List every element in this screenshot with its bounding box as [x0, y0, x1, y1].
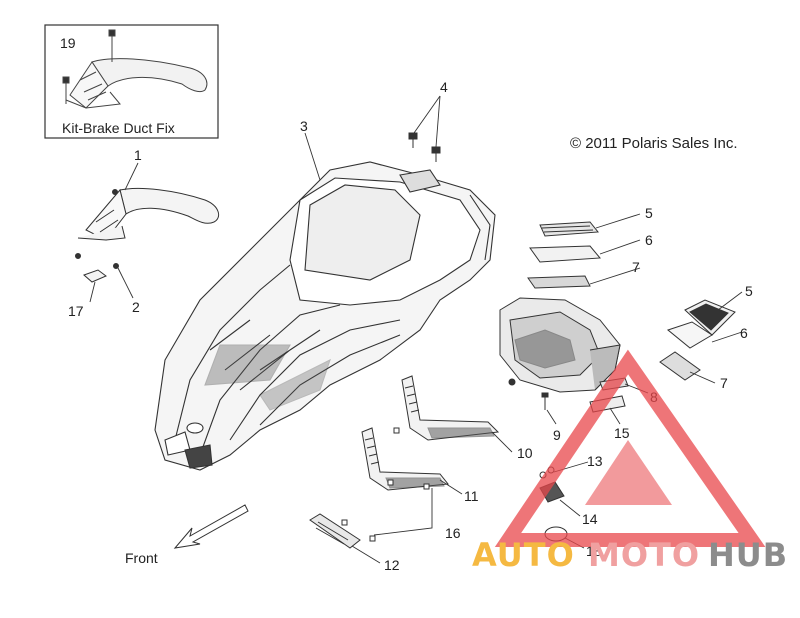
copyright-text: © 2011 Polaris Sales Inc. [570, 135, 738, 152]
callout-17: 17 [68, 303, 84, 319]
inset-number: 19 [60, 35, 76, 51]
watermark-auto: AUTO [472, 536, 575, 574]
callout-6-right: 6 [740, 325, 748, 341]
part-vent-stack-upper [527, 221, 602, 289]
callout-7: 7 [632, 259, 640, 275]
part-front-vent-12 [309, 513, 361, 549]
callout-3: 3 [300, 118, 308, 134]
watermark-hub: HUB [708, 536, 788, 574]
callout-5-right: 5 [745, 283, 753, 299]
part-airbox [499, 297, 621, 393]
inset-kit-brake-duct: 19 Kit-Brake Duct Fix [44, 24, 219, 139]
callout-16: 16 [445, 525, 461, 541]
callout-1: 1 [134, 147, 142, 163]
callout-12: 12 [384, 557, 400, 573]
callout-2: 2 [132, 299, 140, 315]
callout-7-right: 7 [720, 375, 728, 391]
callout-9: 9 [553, 427, 561, 443]
part-vent-stack-right [659, 299, 736, 381]
part-hood [154, 161, 496, 471]
part-pad [83, 269, 107, 283]
front-arrow: Front [125, 504, 249, 566]
callout-6: 6 [645, 232, 653, 248]
callout-5: 5 [645, 205, 653, 221]
callout-4: 4 [440, 79, 448, 95]
part-fasteners [408, 132, 441, 162]
watermark-logo: AUTO MOTO HUB [472, 349, 788, 574]
leader-lines [89, 95, 743, 564]
part-brake-duct [75, 188, 220, 269]
callout-10: 10 [517, 445, 533, 461]
callout-14: 14 [582, 511, 598, 527]
callout-11: 11 [464, 488, 479, 504]
inset-caption: Kit-Brake Duct Fix [62, 120, 175, 136]
part-side-vent-10 [401, 375, 500, 441]
inset-duct-drawing [62, 29, 208, 109]
callout-13: 13 [587, 453, 603, 469]
watermark-moto: MOTO [588, 536, 700, 574]
callout-15: 15 [614, 425, 630, 441]
front-label: Front [125, 550, 158, 566]
part-screw [541, 392, 549, 410]
part-clips [341, 427, 430, 542]
